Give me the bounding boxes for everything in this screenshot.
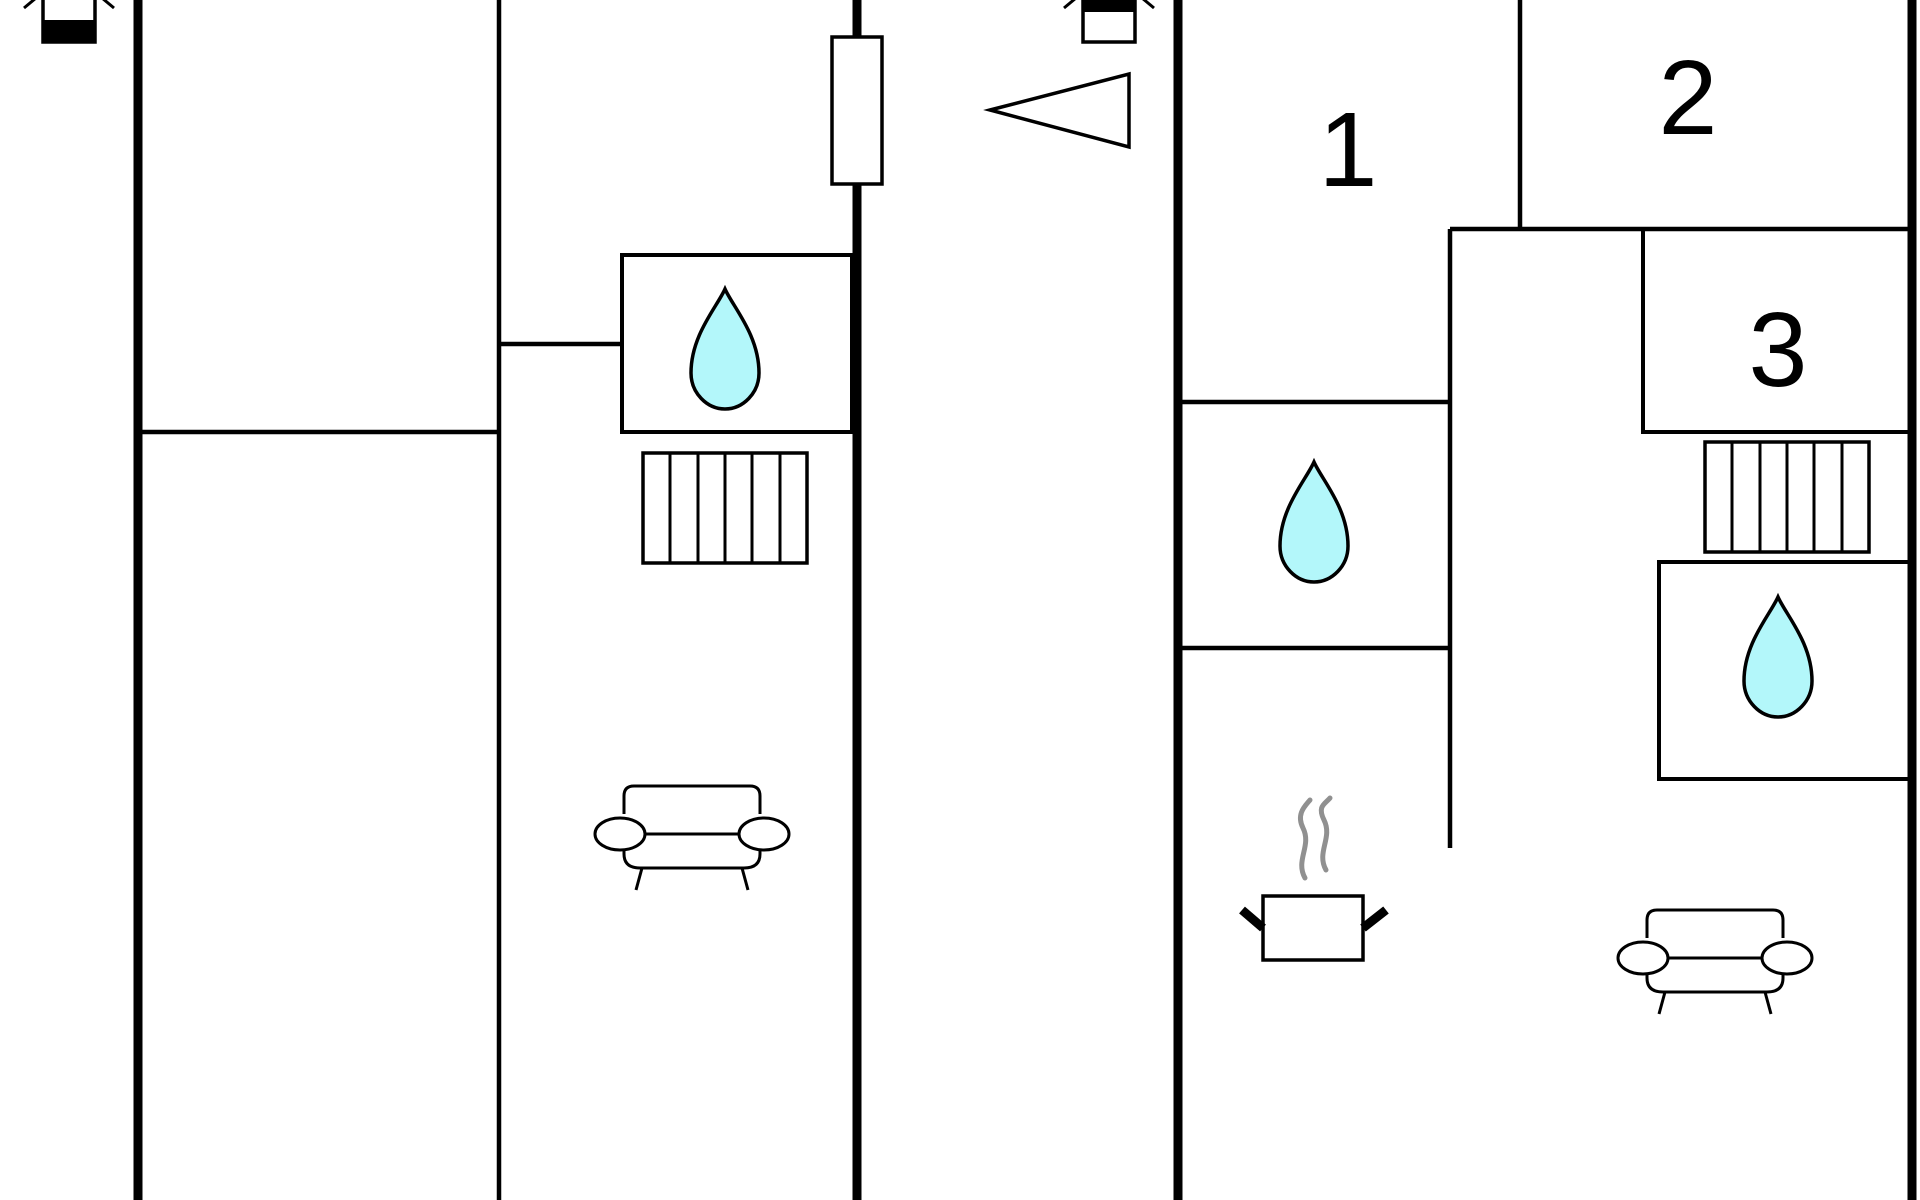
water-drop-icon <box>1742 595 1814 719</box>
water-drop-icon <box>689 287 761 411</box>
stove-icon <box>23 0 115 44</box>
walls <box>133 0 1917 1200</box>
water-drop-icon <box>1278 460 1350 584</box>
sofa-icon <box>1616 908 1814 1016</box>
wall-opening <box>830 35 884 186</box>
room-number-2: 2 <box>1659 39 1718 157</box>
bathroom-box-left <box>620 253 854 434</box>
staircase-icon <box>1703 440 1871 554</box>
radiator-icon <box>641 451 809 565</box>
triangle-icon <box>983 71 1131 150</box>
room-number-3: 3 <box>1749 291 1808 409</box>
sofa-icon <box>593 784 791 892</box>
stove-icon <box>1063 0 1155 44</box>
room-number-1: 1 <box>1319 91 1378 209</box>
room-3-box <box>1641 227 1914 434</box>
cooking-pot-icon <box>1239 795 1389 962</box>
bathroom-box-right <box>1657 560 1914 781</box>
